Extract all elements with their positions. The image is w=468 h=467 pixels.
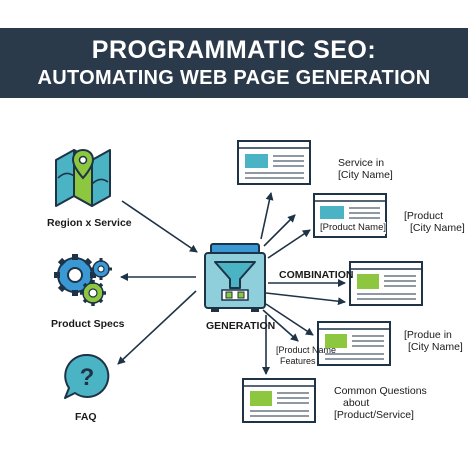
arrow-to-page-4: [265, 303, 314, 336]
gears-icon: [54, 254, 112, 306]
arrow-to-page-4b: [262, 309, 299, 342]
generation-machine-icon: [204, 243, 266, 312]
connector-arrows: [117, 192, 346, 375]
page-5-label-line-3: [Product/Service]: [334, 409, 414, 421]
generation-label: GENERATION: [206, 320, 276, 332]
features-label-line-1: [Product Name: [276, 345, 337, 355]
title-line-2: AUTOMATING WEB PAGE GENERATION: [37, 67, 431, 89]
features-label-line-2: Features: [280, 356, 316, 366]
web-page-5: [242, 378, 316, 423]
arrow-machine-to-faq: [117, 290, 197, 365]
faq-label: FAQ: [75, 411, 97, 423]
product-specs-label: Product Specs: [51, 318, 125, 330]
page-1-label-line-1: Service in: [338, 157, 385, 169]
page-5-label-line-2: about: [343, 397, 370, 409]
arrow-to-page-2a: [263, 214, 296, 247]
page-2-label-line-1: [Product: [404, 210, 444, 222]
page-4-label-line-1: [Produe in: [404, 329, 452, 341]
web-page-1: [237, 140, 311, 185]
web-page-3: [349, 261, 423, 306]
arrow-map-to-machine: [121, 200, 198, 253]
arrow-to-page-2b: [267, 229, 311, 259]
map-icon: [55, 148, 111, 207]
arrow-to-page-3b: [265, 292, 346, 306]
web-page-4: [317, 321, 391, 366]
page-4-label-line-2: [City Name]: [408, 341, 463, 353]
arrow-to-page-1: [260, 192, 274, 240]
title-banner: PROGRAMMATIC SEO: AUTOMATING WEB PAGE GE…: [0, 28, 468, 98]
page-5-label-line-1: Common Questions: [334, 385, 427, 397]
svg-text:?: ?: [80, 364, 95, 391]
faq-bubble-icon: ?: [64, 353, 110, 399]
combination-label: COMBINATION: [279, 269, 354, 281]
page-2-inline-label: [Product Name]: [320, 222, 386, 234]
page-2-label-line-2: [City Name]: [410, 222, 465, 234]
title-line-1: PROGRAMMATIC SEO:: [91, 36, 377, 64]
region-service-label: Region x Service: [47, 217, 132, 229]
page-1-label-line-2: [City Name]: [338, 169, 393, 181]
